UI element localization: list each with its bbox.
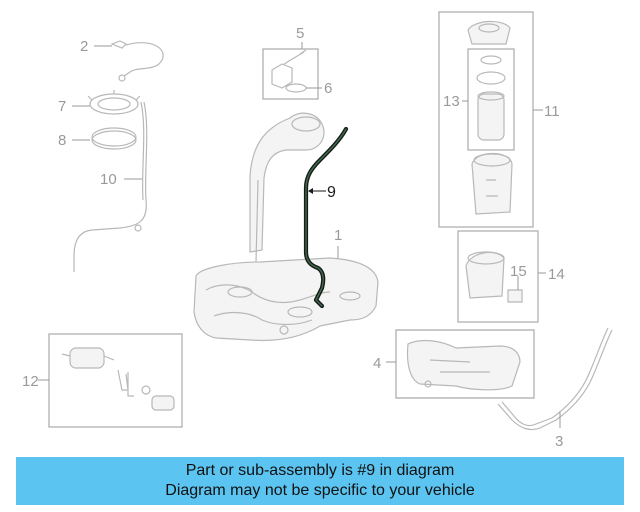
info-banner: Part or sub-assembly is #9 in diagram Di… [16, 457, 624, 505]
callout-4: 4 [373, 355, 381, 372]
parts-diagram: 2 7 8 10 5 6 1 [22, 11, 613, 450]
callout-14: 14 [548, 266, 565, 283]
callout-12: 12 [22, 373, 39, 390]
callout-3: 3 [555, 433, 563, 450]
part-10-vent-hose: 10 [73, 101, 148, 272]
part-9-vent-line: 9 [303, 126, 349, 309]
banner-line-1: Part or sub-assembly is #9 in diagram [185, 462, 455, 479]
part-3-strap: 3 [497, 327, 613, 450]
callout-13: 13 [443, 93, 460, 110]
vent-line-tube-inner [305, 128, 347, 307]
part-1-fuel-tank: 1 [193, 112, 379, 342]
callout-9: 9 [327, 184, 336, 201]
callout-2: 2 [80, 38, 88, 55]
callout-6: 6 [324, 80, 332, 97]
callout-15: 15 [510, 263, 527, 280]
callout-1: 1 [334, 227, 342, 244]
part-4-heat-shield: 4 [373, 329, 535, 399]
part-5-6-group: 5 6 [262, 25, 332, 100]
banner-line-2: Diagram may not be specific to your vehi… [165, 482, 475, 499]
callout-5: 5 [296, 25, 304, 42]
part-2-cable: 2 [80, 38, 164, 82]
callout-11: 11 [544, 103, 560, 120]
part-8-seal: 8 [58, 127, 137, 150]
callout-8: 8 [58, 132, 66, 149]
part-11-13-pump-module: 13 11 [438, 11, 560, 228]
part-7-lock-ring: 7 [58, 90, 141, 115]
callout-10: 10 [100, 171, 117, 188]
part-12-filter: 12 [22, 333, 183, 428]
callout-7: 7 [58, 98, 66, 115]
part-14-15-sender: 15 14 [457, 230, 565, 323]
